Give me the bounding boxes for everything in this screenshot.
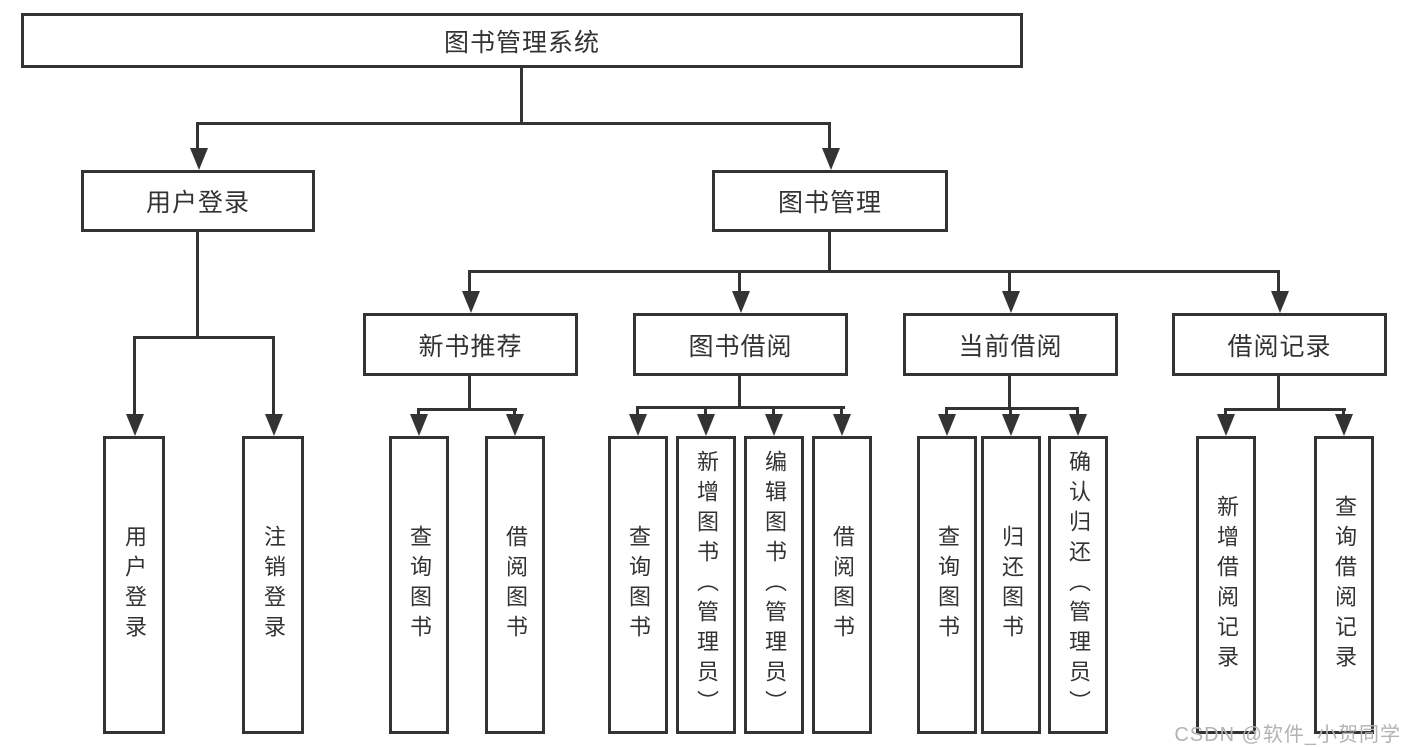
leaf-query-books-borrowing: 查询图书: [608, 436, 668, 734]
connector-level3-bus: [468, 270, 1280, 273]
connector-drop: [840, 406, 843, 416]
connector-group-bus: [1224, 408, 1346, 411]
connector-drop: [945, 407, 948, 416]
node-current-borrowing-label: 当前借阅: [958, 332, 1063, 361]
arrowhead-down-icon: [506, 414, 524, 436]
connector-drop: [1342, 408, 1345, 416]
connector-root-stem: [520, 68, 523, 122]
leaf-edit-books-admin-label: 编辑图书（管理员）: [762, 450, 787, 720]
node-library-system: 图书管理系统: [21, 13, 1023, 68]
leaf-user-login-label: 用户登录: [122, 525, 147, 645]
node-borrowing-records: 借阅记录: [1172, 313, 1387, 376]
node-book-management: 图书管理: [712, 170, 948, 232]
connector-drop: [738, 270, 741, 294]
connector-book-mgmt-stem: [828, 232, 831, 273]
connector-user-login-drop: [196, 122, 199, 152]
arrowhead-down-icon: [1335, 414, 1353, 436]
leaf-borrow-books-label: 借阅图书: [830, 525, 855, 645]
connector-drop: [417, 408, 420, 416]
connector-user-login-bus: [133, 336, 275, 339]
leaf-query-books-recommend-label: 查询图书: [407, 525, 432, 645]
leaf-borrow-books: 借阅图书: [812, 436, 872, 734]
leaf-add-books-admin: 新增图书（管理员）: [676, 436, 736, 734]
leaf-return-books: 归还图书: [981, 436, 1041, 734]
leaf-return-books-label: 归还图书: [999, 525, 1024, 645]
connector-group-stem: [1008, 376, 1011, 407]
arrowhead-down-icon: [938, 414, 956, 436]
arrowhead-down-icon: [410, 414, 428, 436]
leaf-add-borrow-record: 新增借阅记录: [1196, 436, 1256, 734]
node-user-login-label: 用户登录: [145, 189, 250, 217]
arrowhead-down-icon: [1271, 291, 1289, 313]
connector-drop: [1009, 407, 1012, 416]
node-current-borrowing: 当前借阅: [903, 313, 1118, 376]
node-new-book-recommend-label: 新书推荐: [418, 332, 523, 361]
connector-drop: [1008, 270, 1011, 294]
arrowhead-down-icon: [1002, 414, 1020, 436]
arrowhead-down-icon: [1069, 414, 1087, 436]
leaf-logout-label: 注销登录: [261, 525, 286, 645]
node-new-book-recommend: 新书推荐: [363, 313, 578, 376]
leaf-logout: 注销登录: [242, 436, 304, 734]
node-library-system-label: 图书管理系统: [443, 28, 600, 57]
node-user-login: 用户登录: [81, 170, 315, 232]
connector-drop: [704, 406, 707, 416]
arrowhead-down-icon: [190, 148, 208, 170]
leaf-confirm-return-admin-label: 确认归还（管理员）: [1066, 450, 1091, 720]
connector-book-mgmt-drop: [828, 122, 831, 152]
connector-group-bus: [636, 406, 845, 409]
connector-drop: [468, 270, 471, 294]
connector-group-stem: [738, 376, 741, 406]
arrowhead-down-icon: [126, 414, 144, 436]
node-borrowing-records-label: 借阅记录: [1227, 332, 1332, 361]
arrowhead-down-icon: [822, 148, 840, 170]
arrowhead-down-icon: [1217, 414, 1235, 436]
leaf-query-books-current-label: 查询图书: [935, 525, 960, 645]
connector-user-login-stem: [196, 232, 199, 336]
arrowhead-down-icon: [833, 414, 851, 436]
connector-group-bus: [417, 408, 517, 411]
node-book-management-label: 图书管理: [777, 189, 882, 217]
connector-drop: [1076, 407, 1079, 416]
leaf-query-books-borrowing-label: 查询图书: [626, 525, 651, 645]
leaf-user-login: 用户登录: [103, 436, 165, 734]
leaf-borrow-books-recommend-label: 借阅图书: [503, 525, 528, 645]
connector-drop: [1277, 270, 1280, 294]
leaf-add-books-admin-label: 新增图书（管理员）: [694, 450, 719, 720]
connector-group-stem: [468, 376, 471, 408]
leaf-edit-books-admin: 编辑图书（管理员）: [744, 436, 804, 734]
leaf-add-borrow-record-label: 新增借阅记录: [1214, 495, 1239, 675]
connector-drop: [513, 408, 516, 416]
connector-drop: [772, 406, 775, 416]
arrowhead-down-icon: [697, 414, 715, 436]
leaf-query-borrow-record-label: 查询借阅记录: [1332, 495, 1357, 675]
connector-group-stem: [1277, 376, 1280, 408]
node-book-borrowing: 图书借阅: [633, 313, 848, 376]
arrowhead-down-icon: [462, 291, 480, 313]
leaf-query-books-current: 查询图书: [917, 436, 977, 734]
arrowhead-down-icon: [265, 414, 283, 436]
connector-level2-bus: [196, 122, 831, 125]
connector-drop: [272, 336, 275, 416]
leaf-query-books-recommend: 查询图书: [389, 436, 449, 734]
arrowhead-down-icon: [732, 291, 750, 313]
csdn-watermark: CSDN @软件_小贺同学: [1174, 724, 1401, 746]
arrowhead-down-icon: [1002, 291, 1020, 313]
arrowhead-down-icon: [765, 414, 783, 436]
leaf-confirm-return-admin: 确认归还（管理员）: [1048, 436, 1108, 734]
connector-drop: [133, 336, 136, 416]
connector-drop: [636, 406, 639, 416]
leaf-borrow-books-recommend: 借阅图书: [485, 436, 545, 734]
leaf-query-borrow-record: 查询借阅记录: [1314, 436, 1374, 734]
connector-drop: [1224, 408, 1227, 416]
node-book-borrowing-label: 图书借阅: [688, 332, 793, 361]
arrowhead-down-icon: [629, 414, 647, 436]
